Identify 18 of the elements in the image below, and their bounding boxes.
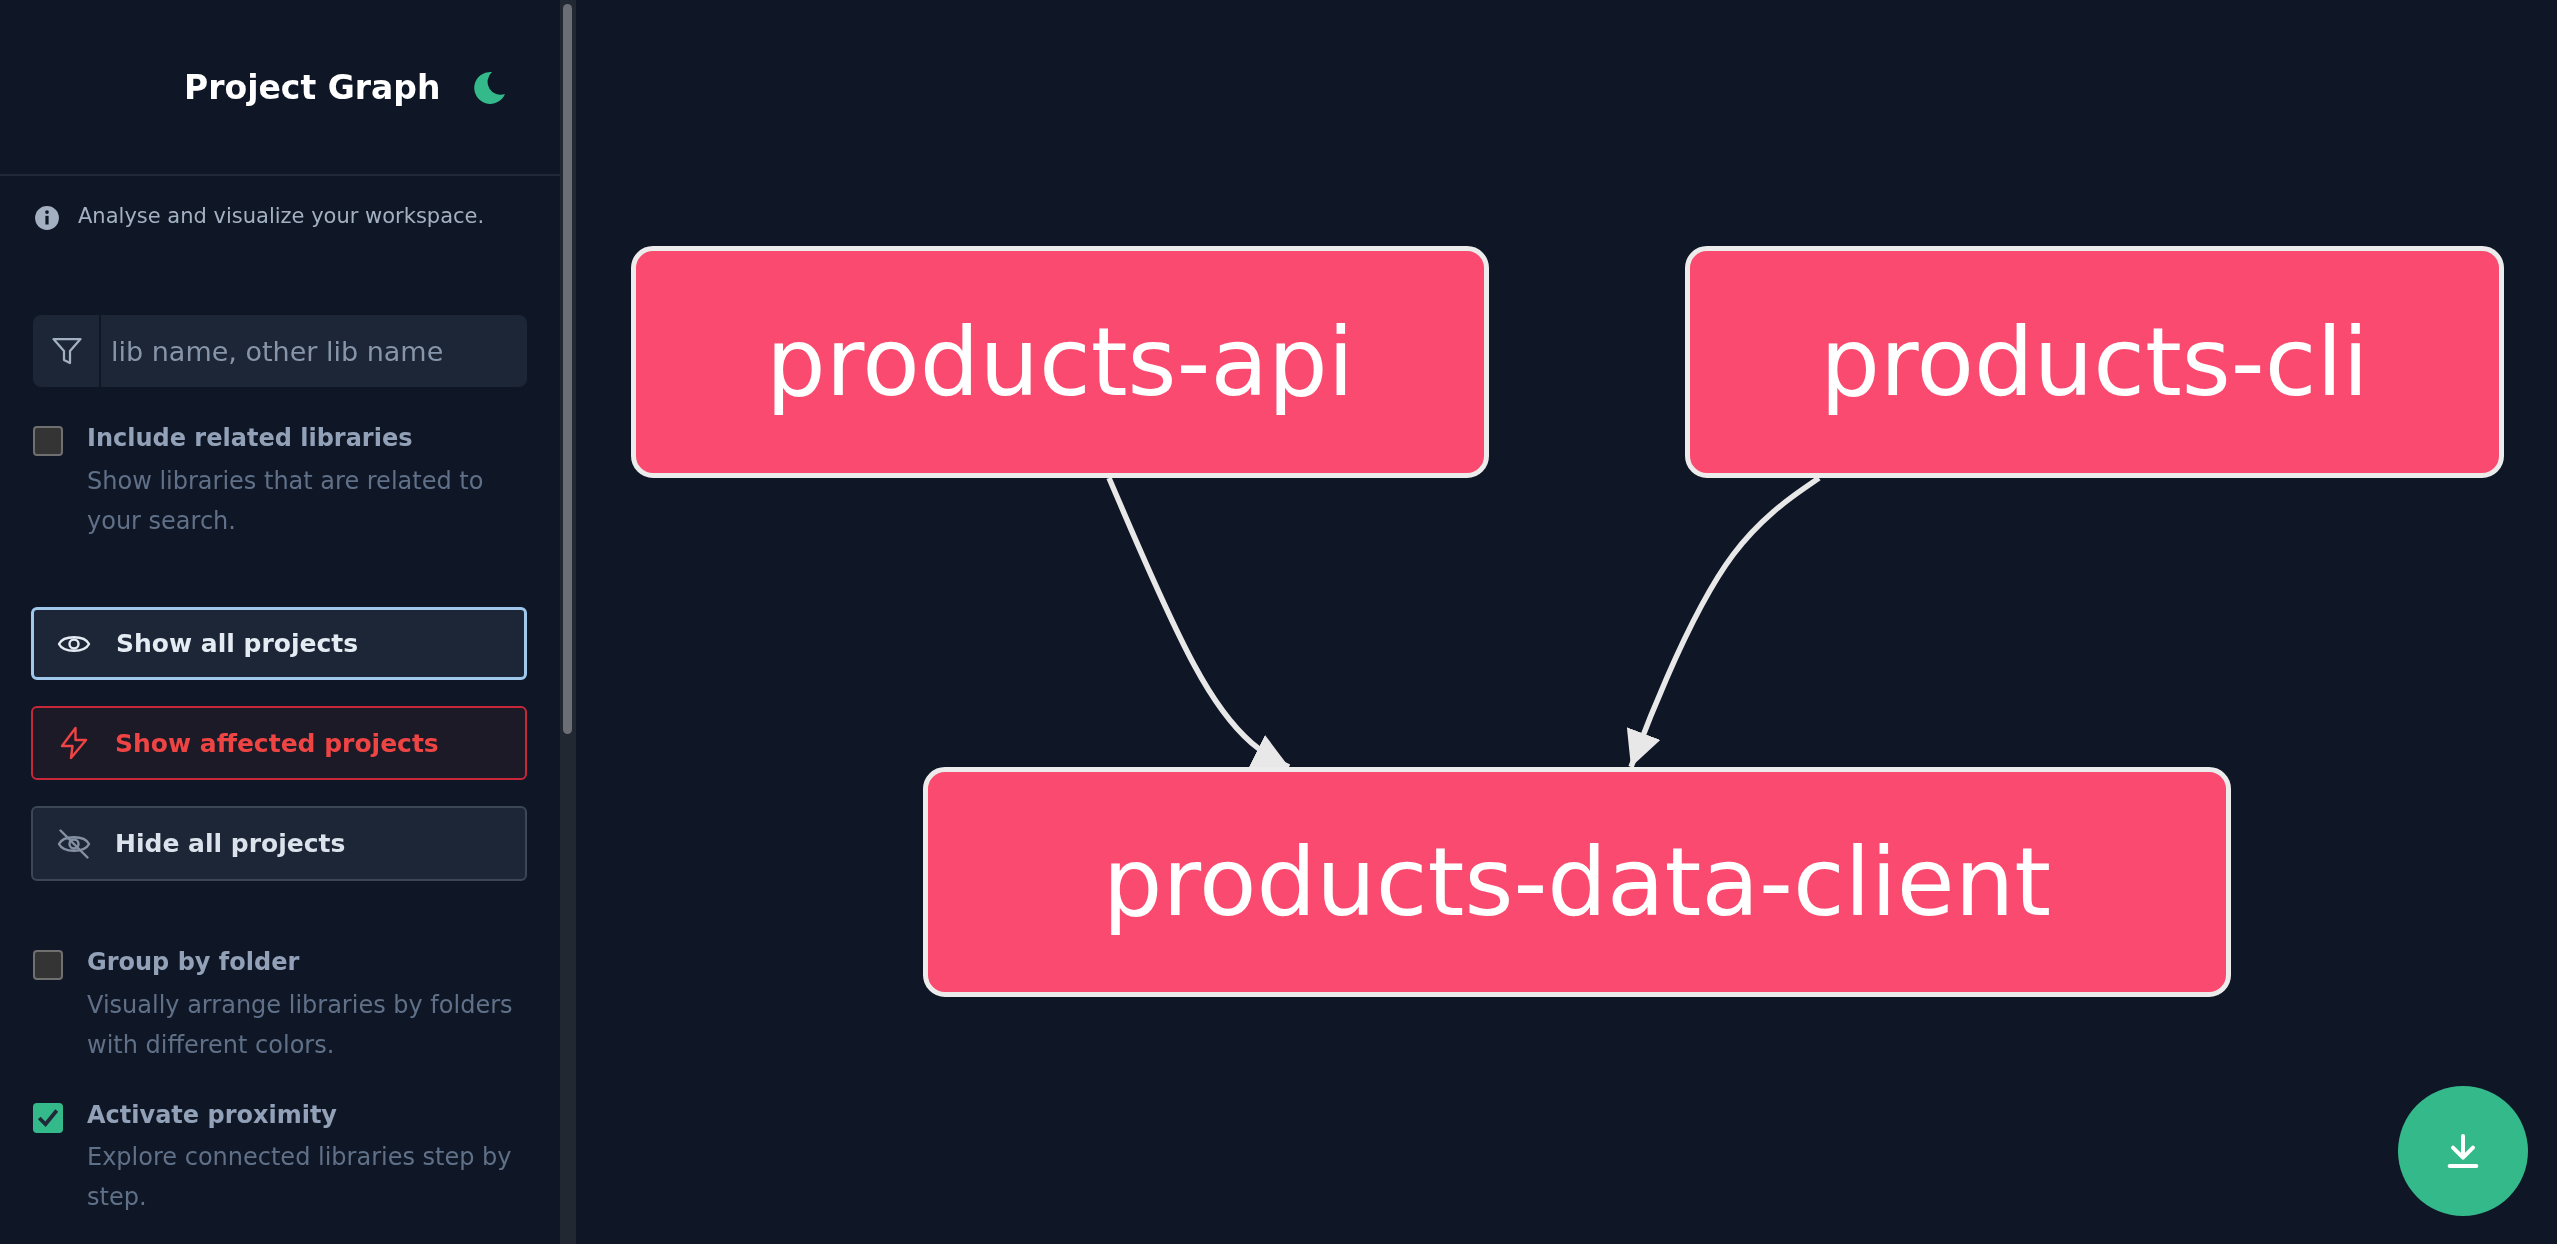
project-node bbox=[1685, 246, 2504, 478]
node-label: products-cli bbox=[1820, 307, 2369, 417]
hide-all-button: Hide all projects bbox=[31, 806, 527, 881]
app-title: Project Graph bbox=[184, 68, 441, 107]
show-affected-button: Show affected projects bbox=[31, 706, 527, 780]
checkbox-description: Show libraries that are related to your search. bbox=[87, 466, 485, 537]
node-label: products-api bbox=[766, 307, 1354, 417]
project-node bbox=[631, 246, 1489, 478]
checkbox-description: Explore connected libraries step by step. bbox=[87, 1142, 513, 1213]
search-field: lib name, other lib name bbox=[33, 315, 527, 387]
checkbox-description: Visually arrange libraries by folders with different colors. bbox=[87, 990, 514, 1061]
info-text: Analyse and visualize your workspace. bbox=[78, 204, 486, 230]
checkbox-label: Group by folder bbox=[87, 948, 301, 978]
show-all-button: Show all projects bbox=[31, 607, 527, 680]
checkbox-label: Include related libraries bbox=[87, 424, 414, 454]
project-node bbox=[923, 767, 2231, 997]
node-label: products-data-client bbox=[1102, 827, 2052, 937]
checkbox-label: Activate proximity bbox=[87, 1101, 338, 1131]
